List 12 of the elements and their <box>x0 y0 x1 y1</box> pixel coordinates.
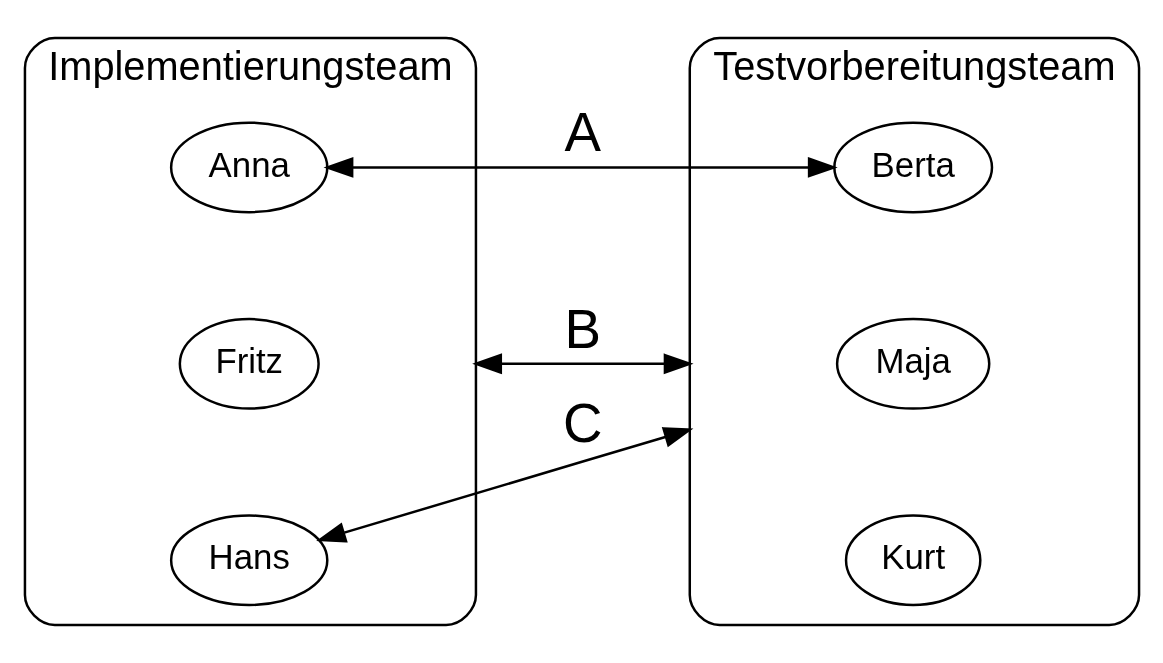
arrow <box>315 427 693 543</box>
arrow <box>471 353 694 375</box>
edge-label: B <box>564 297 601 360</box>
node-ellipse: Maja <box>835 317 990 410</box>
node-ellipse: Hans <box>169 514 329 607</box>
node-ellipse: Berta <box>832 121 993 214</box>
edge-label: A <box>564 101 601 164</box>
node-ellipse: Kurt <box>844 514 982 607</box>
edge-label: C <box>562 392 603 455</box>
node-ellipse: Fritz <box>178 317 320 410</box>
arrow <box>323 156 838 178</box>
node-ellipse: Anna <box>169 121 329 214</box>
